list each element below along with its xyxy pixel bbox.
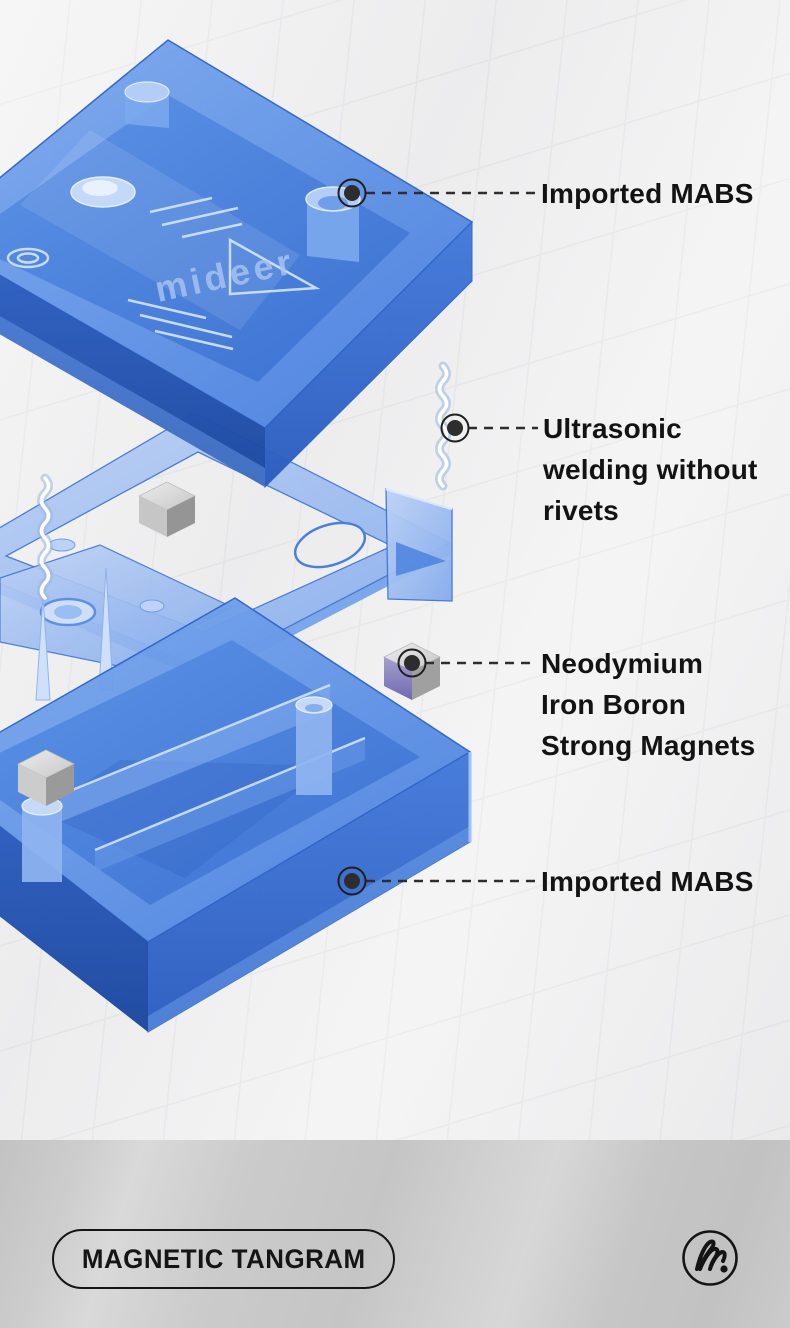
cylindrical-post [295,696,333,795]
callout-text-line: rivets [543,495,619,526]
weld-squiggle-right-icon [435,361,451,491]
mideer-logo-icon [682,1230,738,1286]
callout-2 [440,413,538,443]
callout-3 [397,648,537,678]
callout-label-ultrasonic-welding: Ultrasonic welding without rivets [543,408,758,531]
top-case: mideer [0,39,474,489]
dome-detail [70,176,136,208]
callout-label-imported-mabs-bottom: Imported MABS [541,861,754,902]
magnet-cube-1 [138,481,196,537]
callout-marker-ring [337,866,367,896]
product-name-badge: MAGNETIC TANGRAM [52,1229,395,1289]
exploded-view-render: mideer [0,39,538,1033]
callout-text-line: Iron Boron [541,689,687,720]
callout-text-line: Imported MABS [541,178,754,209]
screw-boss-small [124,81,170,128]
callout-text-line: Strong Magnets [541,730,756,761]
callout-marker-ring [337,178,367,208]
callout-label-magnets: Neodymium Iron Boron Strong Magnets [541,643,755,766]
callout-marker-dot [344,873,360,889]
magnet-cube-3 [17,749,75,806]
callout-marker-dot [404,655,420,671]
engraved-lines [6,196,321,351]
cylindrical-post [21,796,63,882]
callout-marker-dot [447,420,463,436]
bottom-case [0,597,472,1033]
grid-background: mideer [0,0,790,1140]
callout-4 [337,866,535,896]
callout-marker-dot [344,185,360,201]
callout-marker-ring [440,413,470,443]
product-name-label: MAGNETIC TANGRAM [81,1243,366,1274]
callout-text-line: Neodymium [541,648,704,679]
magnet-cube-2 [383,642,441,700]
alignment-pin [35,595,51,701]
callout-text-line: welding without [543,454,758,485]
callout-label-imported-mabs-top: Imported MABS [541,173,754,214]
callout-text-line: Ultrasonic [543,413,682,444]
callout-marker-ring [397,648,427,678]
callout-1 [337,178,537,208]
callout-text-line: Imported MABS [541,866,754,897]
weld-squiggle-left-icon [37,473,53,603]
ramp-plate [385,487,453,602]
footer-bar: MAGNETIC TANGRAM [0,1140,790,1328]
frame-hole [293,521,367,569]
